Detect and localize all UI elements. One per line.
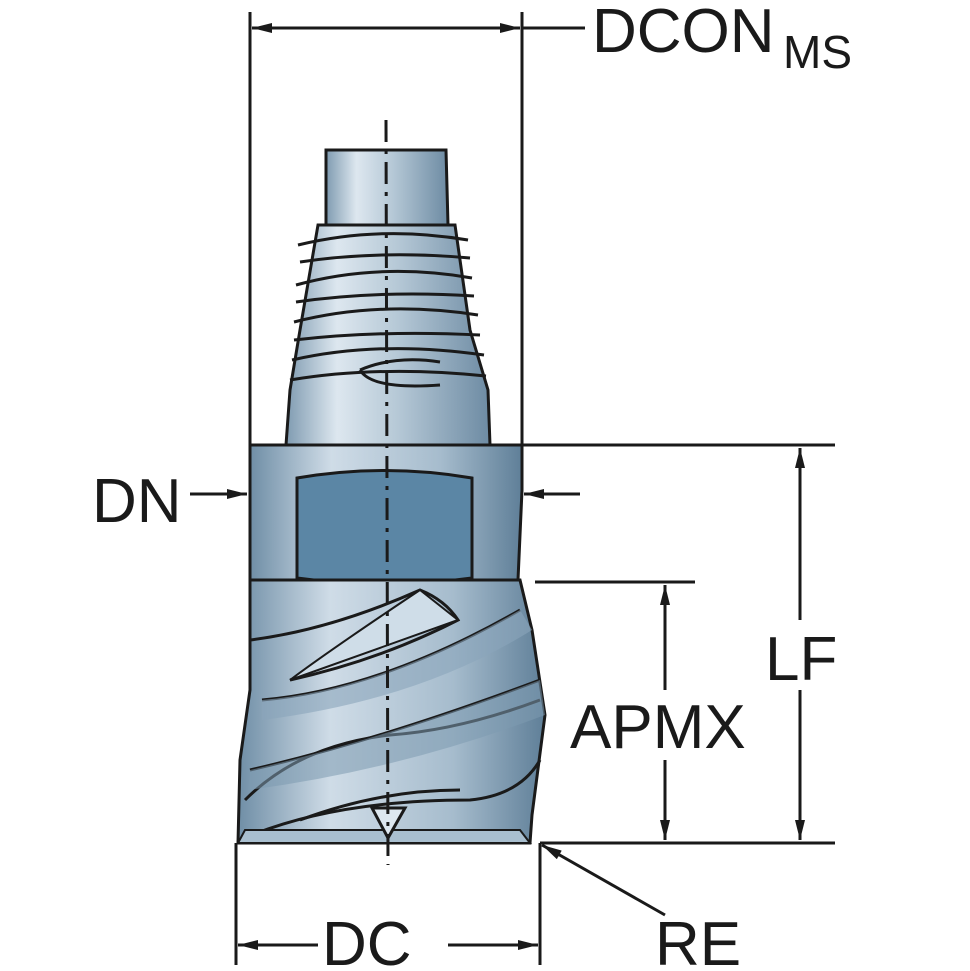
dcon-dimension <box>248 12 585 445</box>
centerline <box>384 119 390 866</box>
re-label: RE <box>655 910 741 971</box>
threaded-shank <box>284 148 492 447</box>
fluted-head <box>236 578 547 845</box>
apmx-label: APMX <box>570 693 746 762</box>
dcon-label: DCON <box>592 0 775 66</box>
re-leader <box>541 843 666 917</box>
lf-label: LF <box>765 625 837 694</box>
wrench-flat <box>295 469 474 586</box>
dcon-subscript: MS <box>783 26 852 78</box>
dn-label: DN <box>92 467 182 536</box>
dc-label: DC <box>322 910 412 971</box>
